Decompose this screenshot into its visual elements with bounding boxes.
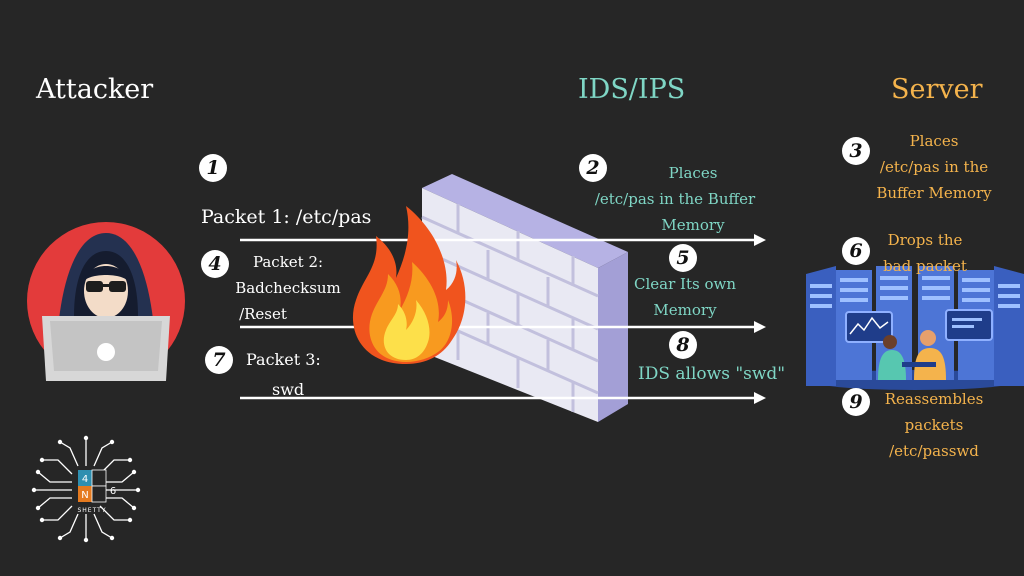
logo-cell-1: 4 (82, 474, 88, 485)
attacker-heading: Attacker (36, 74, 154, 105)
step-3-line: /etc/pas in the (879, 158, 989, 176)
step-7-line: swd (272, 380, 305, 399)
fire-icon (352, 206, 466, 364)
hacker-icon (27, 222, 185, 381)
step-5-line: Clear Its own (634, 275, 736, 293)
step-badge-4: 4 (201, 250, 229, 278)
step-5-line: Memory (653, 301, 717, 319)
step-6-line: Drops the (887, 231, 963, 249)
step-3-line: Places (909, 132, 959, 150)
step-2-line: /etc/pas in the Buffer (594, 190, 756, 208)
step-2-line: Places (668, 164, 718, 182)
step-4-line: Badchecksum (235, 279, 341, 297)
arrow-packet-1 (240, 234, 766, 246)
step-9-line: Reassembles (884, 390, 984, 408)
arrow-packet-2 (240, 321, 766, 333)
step-3-text: Places /etc/pas in the Buffer Memory (872, 128, 996, 206)
step-badge-2: 2 (579, 154, 607, 182)
step-badge-3: 3 (842, 137, 870, 165)
step-badge-7: 7 (205, 346, 233, 374)
step-4-line: Packet 2: (252, 253, 324, 271)
arrow-packet-3 (240, 392, 766, 404)
server-heading: Server (891, 74, 983, 105)
logo-cell-3: N (81, 490, 88, 501)
step-9-text: Reassembles packets /etc/passwd (870, 386, 998, 464)
step-badge-1: 1 (199, 154, 227, 182)
server-room-icon (806, 266, 1024, 390)
firewall-icon (421, 174, 628, 422)
ids-heading: IDS/IPS (578, 74, 686, 105)
step-4-text: Packet 2: Badchecksum /Reset (228, 249, 348, 327)
step-badge-8: 8 (669, 331, 697, 359)
step-badge-6: 6 (842, 237, 870, 265)
step-1-label: Packet 1: /etc/pas (201, 206, 372, 228)
step-4-line: /Reset (239, 305, 287, 323)
step-2-text: Places /etc/pas in the Buffer Memory (580, 160, 770, 238)
step-5-text: Clear Its own Memory (625, 271, 745, 323)
step-6-line: bad packet (883, 257, 967, 275)
logo-icon: 4 6 N SHETTY (31, 435, 141, 543)
step-6-text: Drops the bad packet (875, 227, 975, 279)
step-8-label: IDS allows "swd" (638, 364, 786, 384)
step-badge-9: 9 (842, 388, 870, 416)
logo-text: SHETTY (77, 507, 106, 514)
step-3-line: Buffer Memory (876, 184, 992, 202)
step-9-line: /etc/passwd (889, 442, 979, 460)
logo-cell-2: 6 (110, 486, 116, 497)
step-7-text: Packet 3: swd (246, 345, 321, 405)
step-9-line: packets (904, 416, 964, 434)
step-badge-5: 5 (669, 244, 697, 272)
step-7-line: Packet 3: (246, 350, 321, 369)
step-2-line: Memory (661, 216, 725, 234)
